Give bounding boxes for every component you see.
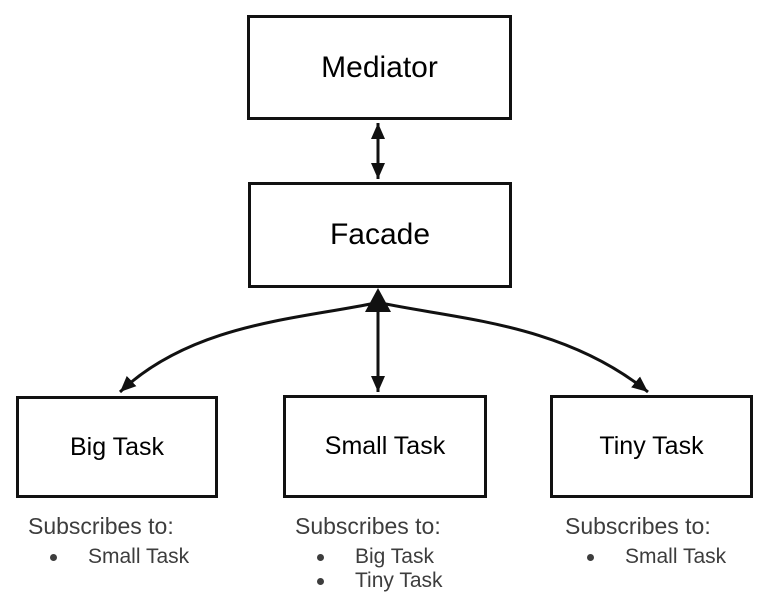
big-task-box: Big Task <box>16 396 218 498</box>
list-item: Small Task <box>565 545 726 569</box>
big-task-subscriptions: Subscribes to: Small Task <box>28 511 189 569</box>
arrow-facade-tiny-task <box>380 301 649 394</box>
bullet-icon <box>317 577 324 585</box>
facade-box: Facade <box>248 182 512 288</box>
subscription-list: Small Task <box>28 545 189 569</box>
bullet-icon <box>587 553 594 561</box>
subscription-label: Tiny Task <box>355 569 443 592</box>
arrow-facade-big-task <box>118 301 376 394</box>
subscription-label: Small Task <box>88 545 190 568</box>
tiny-task-subscriptions: Subscribes to: Small Task <box>565 511 726 569</box>
list-item: Big Task <box>295 545 443 569</box>
mediator-label: Mediator <box>321 50 438 84</box>
mediator-box: Mediator <box>247 15 512 120</box>
bullet-icon <box>50 553 57 561</box>
subscribes-heading: Subscribes to: <box>565 513 711 539</box>
list-item: Small Task <box>28 545 189 569</box>
subscription-label: Small Task <box>625 545 727 568</box>
subscription-label: Big Task <box>355 545 434 568</box>
arrowhead-up-into-facade <box>365 288 391 312</box>
facade-label: Facade <box>329 218 431 251</box>
tiny-task-label: Tiny Task <box>599 432 704 460</box>
bullet-icon <box>317 553 324 561</box>
subscribes-heading: Subscribes to: <box>295 513 441 539</box>
big-task-label: Big Task <box>69 432 165 461</box>
subscription-list: Big Task Tiny Task <box>295 545 443 593</box>
small-task-subscriptions: Subscribes to: Big Task Tiny Task <box>295 511 443 593</box>
small-task-box: Small Task <box>283 395 487 498</box>
list-item: Tiny Task <box>295 569 443 593</box>
tiny-task-box: Tiny Task <box>550 395 753 498</box>
subscription-list: Small Task <box>565 545 726 569</box>
subscribes-heading: Subscribes to: <box>28 513 174 539</box>
small-task-label: Small Task <box>324 432 446 460</box>
